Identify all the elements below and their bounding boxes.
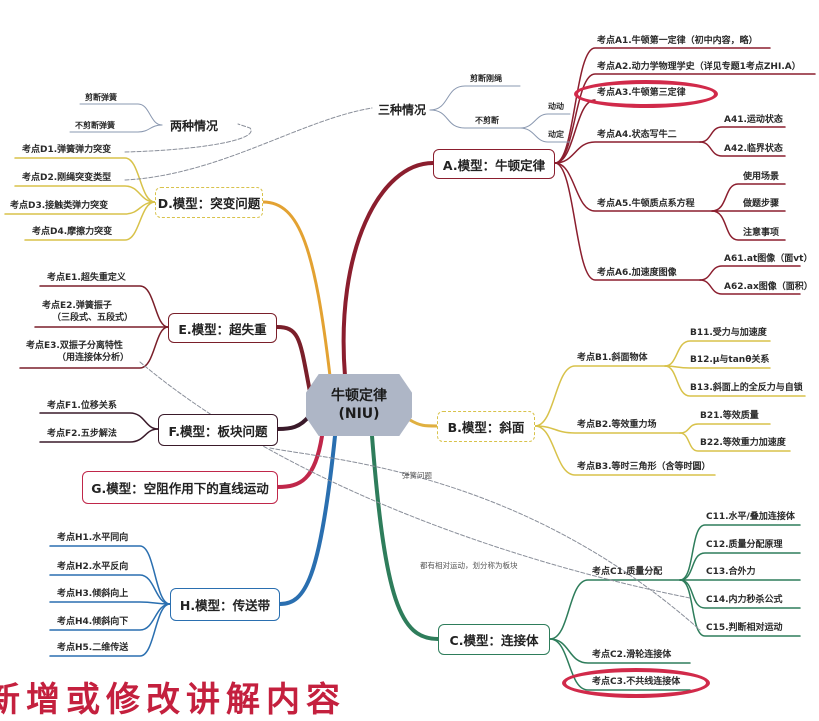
h-item-4[interactable]: 考点H4.倾斜向下 [57, 617, 129, 627]
a5-sub-2[interactable]: 做题步骤 [743, 199, 780, 209]
d-item-2[interactable]: 考点D2.刚绳突变类型 [22, 173, 112, 183]
a6-sub-2[interactable]: A62.ax图像（面积） [724, 282, 813, 292]
topic-d-sudden-change[interactable]: D.模型：突变问题 [155, 187, 263, 218]
topic-b-incline[interactable]: B.模型：斜面 [437, 411, 535, 442]
branch-a [341, 161, 435, 378]
topic-e-weight[interactable]: E.模型：超失重 [168, 313, 277, 343]
c1-sub-2[interactable]: C12.质量分配原理 [706, 540, 783, 550]
b-item-3[interactable]: 考点B3.等时三角形（含等时圆） [577, 462, 711, 472]
b-item-1[interactable]: 考点B1.斜面物体 [577, 353, 648, 363]
central-topic-subtitle: (NIU) [338, 406, 380, 422]
b-item-2[interactable]: 考点B2.等效重力场 [577, 420, 657, 430]
central-topic[interactable]: 牛顿定律 (NIU) [306, 374, 412, 436]
a5-sub-3[interactable]: 注意事项 [743, 228, 780, 238]
branch-h [278, 434, 337, 606]
relation-note-relative-motion: 都有相对运动，划分称为板块 [420, 561, 518, 570]
c1-sub-1[interactable]: C11.水平/叠加连接体 [706, 512, 795, 522]
three-cases-item-1[interactable]: 剪断刚绳 [470, 74, 502, 83]
e-item-2[interactable]: 考点E2.弹簧振子 [42, 301, 112, 311]
a-item-6[interactable]: 考点A6.加速度图像 [597, 268, 677, 278]
two-cases-label[interactable]: 两种情况 [170, 119, 219, 133]
two-cases-item-2[interactable]: 不剪断弹簧 [75, 121, 115, 130]
three-cases-sub-1[interactable]: 动动 [548, 102, 564, 111]
f-item-2[interactable]: 考点F2.五步解法 [47, 429, 117, 439]
e-item-3[interactable]: 考点E3.双振子分离特性 [26, 341, 123, 351]
highlight-ring-a3 [574, 80, 718, 108]
a4-sub-1[interactable]: A41.运动状态 [724, 115, 783, 125]
a-item-2[interactable]: 考点A2.动力学物理学史（详见专题1考点ZHI.A） [597, 62, 801, 72]
three-cases-sub-2[interactable]: 动定 [548, 130, 564, 139]
overlay-banner-text: 新增或修改讲解内容 [0, 680, 346, 720]
h-item-3[interactable]: 考点H3.倾斜向上 [57, 589, 129, 599]
a6-sub-1[interactable]: A61.at图像（面vt） [724, 254, 813, 264]
e-item-3-note: （用连接体分析） [57, 353, 130, 363]
highlight-ring-c3 [562, 668, 710, 698]
two-cases-item-1[interactable]: 剪断弹簧 [85, 93, 117, 102]
topic-c-connected-bodies[interactable]: C.模型：连接体 [438, 624, 550, 655]
d-item-4[interactable]: 考点D4.摩擦力突变 [32, 227, 113, 237]
b2-sub-1[interactable]: B21.等效质量 [700, 411, 759, 421]
branch-e [275, 325, 312, 394]
relation-note-spring: 弹簧问题 [402, 471, 432, 480]
c1-sub-3[interactable]: C13.合外力 [706, 567, 756, 577]
b1-sub-2[interactable]: B12.μ与tanθ关系 [690, 355, 770, 365]
topic-g-air-resistance[interactable]: G.模型：空阻作用下的直线运动 [82, 471, 278, 504]
f-item-1[interactable]: 考点F1.位移关系 [47, 401, 117, 411]
branch-b [408, 418, 439, 428]
branch-d [261, 200, 332, 378]
c-item-1[interactable]: 考点C1.质量分配 [592, 567, 663, 577]
branch-f [276, 413, 312, 431]
c1-sub-4[interactable]: C14.内力秒杀公式 [706, 595, 783, 605]
three-cases-label[interactable]: 三种情况 [378, 103, 427, 117]
h-item-5[interactable]: 考点H5.二维传送 [57, 643, 129, 653]
d-item-3[interactable]: 考点D3.接触类弹力突变 [10, 201, 109, 211]
a-item-1[interactable]: 考点A1.牛顿第一定律（初中内容，略） [597, 36, 758, 46]
topic-f-plank-block[interactable]: F.模型：板块问题 [158, 414, 278, 446]
c1-sub-5[interactable]: C15.判断相对运动 [706, 623, 783, 633]
d-item-1[interactable]: 考点D1.弹簧弹力突变 [22, 145, 112, 155]
three-cases-item-2[interactable]: 不剪断 [475, 116, 499, 125]
a-item-5[interactable]: 考点A5.牛顿质点系方程 [597, 199, 695, 209]
branch-g [276, 434, 324, 489]
h-item-2[interactable]: 考点H2.水平反向 [57, 562, 129, 572]
a4-sub-2[interactable]: A42.临界状态 [724, 144, 783, 154]
a5-sub-1[interactable]: 使用场景 [743, 172, 780, 182]
topic-h-conveyor[interactable]: H.模型：传送带 [170, 588, 280, 621]
b2-sub-2[interactable]: B22.等效重力加速度 [700, 438, 786, 448]
c-item-2[interactable]: 考点C2.滑轮连接体 [592, 650, 672, 660]
central-topic-title: 牛顿定律 [331, 388, 387, 404]
e-item-2-note: （三段式、五段式） [52, 313, 134, 323]
branch-c [370, 434, 440, 641]
b1-sub-3[interactable]: B13.斜面上的全反力与自锁 [690, 383, 803, 393]
a-item-4[interactable]: 考点A4.状态写牛二 [597, 130, 677, 140]
e-item-1[interactable]: 考点E1.超失重定义 [47, 273, 126, 283]
h-item-1[interactable]: 考点H1.水平同向 [57, 533, 129, 543]
b1-sub-1[interactable]: B11.受力与加速度 [690, 328, 767, 338]
topic-a-newton-laws[interactable]: A.模型：牛顿定律 [433, 149, 555, 179]
